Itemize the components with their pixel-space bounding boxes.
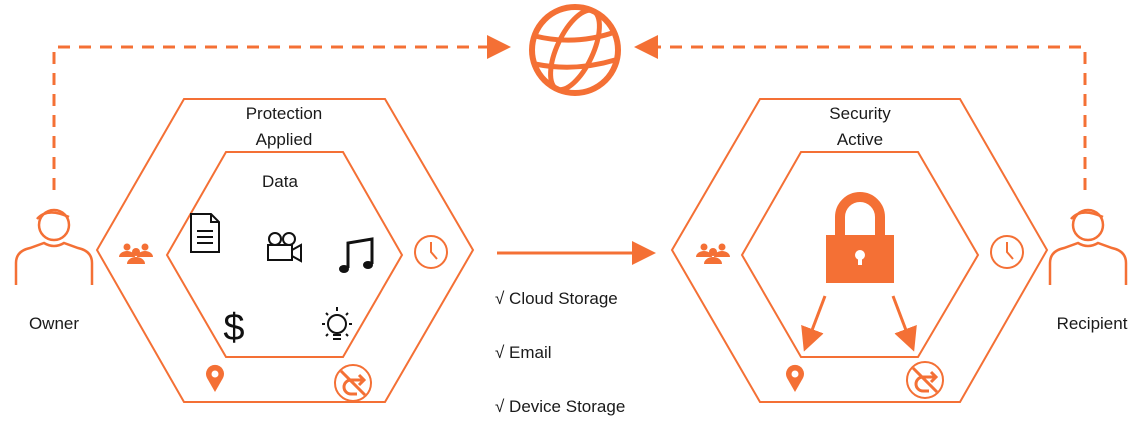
right-title-2: Active xyxy=(837,130,883,149)
location-pin-icon xyxy=(786,364,804,392)
left-title-1: Protection xyxy=(246,104,323,123)
location-pin-icon xyxy=(206,364,224,392)
clock-icon xyxy=(990,235,1024,269)
owner-icon xyxy=(14,208,94,287)
document-icon xyxy=(190,213,220,253)
right-title-1: Security xyxy=(829,104,891,123)
data-label: Data xyxy=(262,172,298,191)
owner-to-globe-line xyxy=(52,35,511,190)
padlock-icon xyxy=(826,192,894,283)
recipient-icon xyxy=(1048,208,1128,287)
left-title-2: Applied xyxy=(256,130,313,149)
owner-label: Owner xyxy=(29,314,79,333)
dollar-icon: $ xyxy=(223,307,244,349)
lock-to-no-forward-arrow xyxy=(891,295,917,352)
clock-icon xyxy=(414,235,448,269)
globe-icon xyxy=(529,4,621,96)
left-inner-hexagon xyxy=(165,151,404,358)
channel-email: √ Email xyxy=(495,343,552,362)
channel-cloud-storage: √ Cloud Storage xyxy=(495,289,618,308)
right-outer-hexagon xyxy=(670,98,1049,403)
lightbulb-icon xyxy=(322,307,352,340)
left-outer-hexagon xyxy=(95,98,475,403)
music-note-icon xyxy=(339,237,374,273)
right-inner-hexagon xyxy=(740,151,980,358)
users-icon xyxy=(696,243,730,264)
lock-to-location-arrow xyxy=(801,295,827,352)
users-icon xyxy=(119,243,153,264)
no-forward-icon xyxy=(905,360,945,400)
recipient-to-globe-line xyxy=(634,35,1087,190)
channel-device-storage: √ Device Storage xyxy=(495,397,625,416)
no-forward-icon xyxy=(333,363,373,403)
video-camera-icon xyxy=(267,232,302,263)
recipient-label: Recipient xyxy=(1057,314,1128,333)
